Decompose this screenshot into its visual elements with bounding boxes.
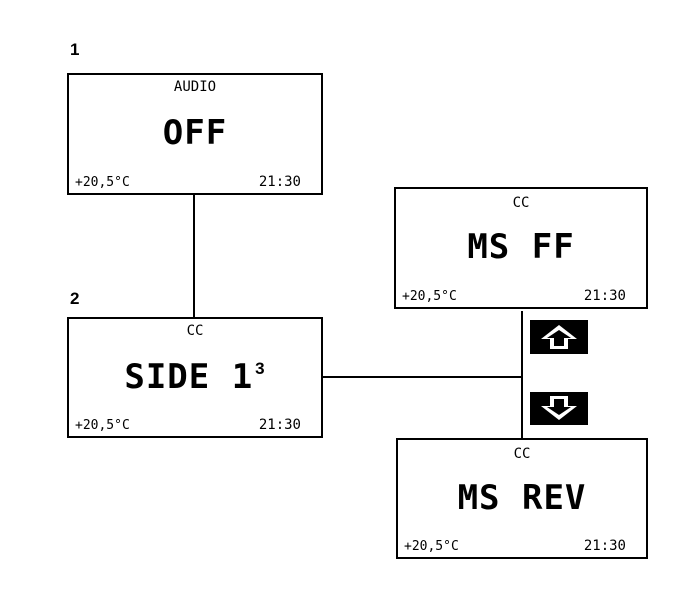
display-header: CC — [512, 195, 530, 211]
step-label-1: 1 — [70, 40, 80, 59]
display-header: CC — [513, 446, 531, 462]
display-time: 21:30 — [583, 538, 626, 554]
display-time: 21:30 — [258, 174, 301, 190]
connector-side-to-bus — [323, 376, 522, 378]
display-temperature: +20,5°C — [75, 418, 130, 433]
display-main-text: MS FF — [467, 227, 575, 267]
display-header: CC — [186, 323, 204, 339]
display-temperature: +20,5°C — [404, 539, 459, 554]
display-main-text: OFF — [162, 113, 228, 153]
display-temperature: +20,5°C — [402, 289, 457, 304]
display-time: 21:30 — [583, 288, 626, 304]
display-ms-ff: CC MS FF +20,5°C 21:30 — [394, 187, 648, 309]
step-label-2: 2 — [70, 289, 80, 308]
display-main-text: MS REV — [457, 478, 587, 518]
down-arrow-icon — [530, 392, 588, 425]
display-main-label: SIDE 1 — [124, 357, 254, 397]
display-ms-rev: CC MS REV +20,5°C 21:30 — [396, 438, 648, 559]
display-time: 21:30 — [258, 417, 301, 433]
display-temperature: +20,5°C — [75, 175, 130, 190]
display-audio-off: AUDIO OFF +20,5°C 21:30 — [67, 73, 323, 195]
connector-1-2 — [193, 194, 195, 319]
up-arrow-icon — [530, 320, 588, 354]
display-header: AUDIO — [173, 79, 217, 95]
connector-vertical-bus — [521, 311, 523, 439]
display-superscript: 3 — [255, 359, 266, 378]
